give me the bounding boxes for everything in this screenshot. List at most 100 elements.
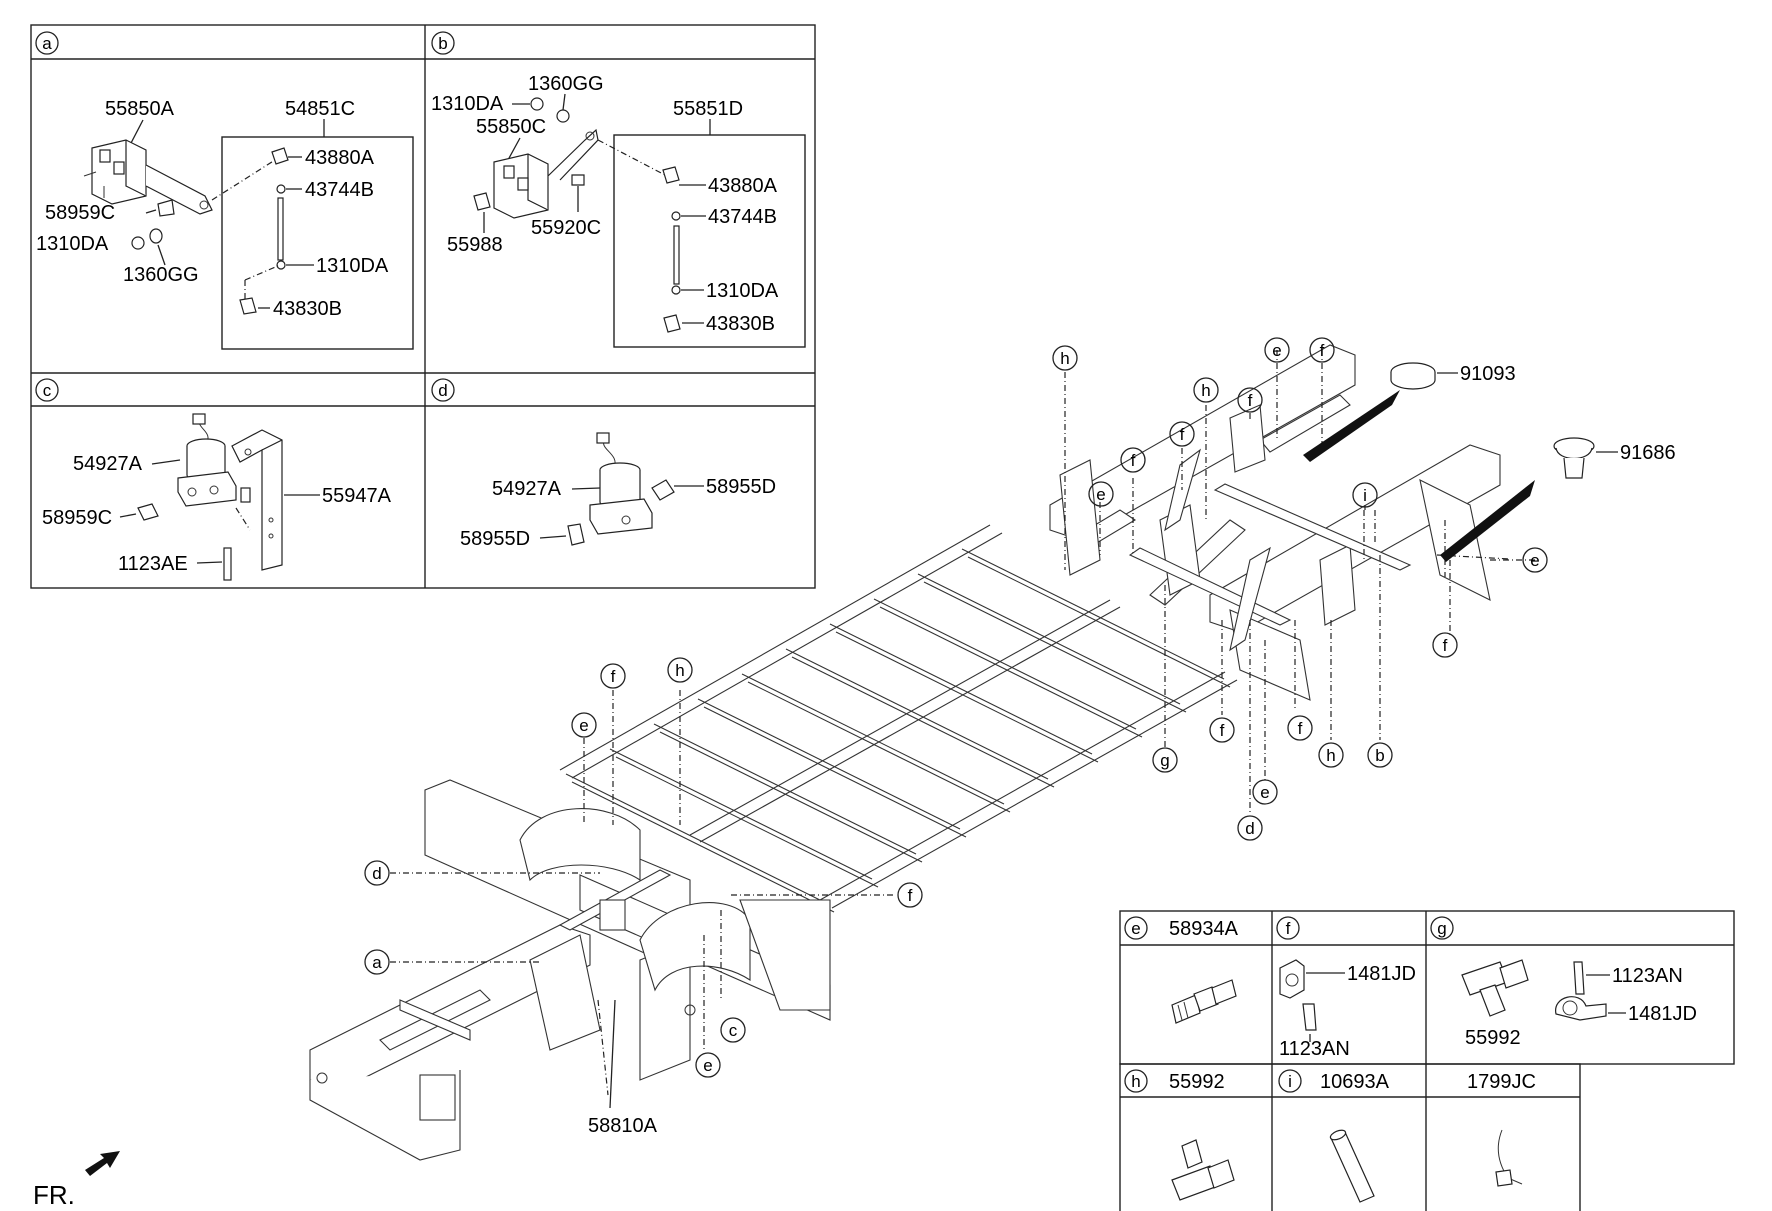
- panel-b-header: b: [431, 31, 455, 55]
- rear-callout-letter: f: [1443, 636, 1448, 655]
- bolt-1123an-icon-g: [1573, 961, 1585, 995]
- rear-callout-letter: f: [1180, 425, 1185, 444]
- bracket-55947a-icon: [231, 429, 283, 571]
- rear-callout-letter: e: [1260, 783, 1269, 802]
- panel-b: 1360GG 1310DA 55850C 55988 55920C 55851D…: [431, 73, 806, 348]
- front-callout-circle: [695, 1052, 721, 1078]
- callout-wedge-91093: [1303, 390, 1400, 462]
- tee-55992-icon: [1461, 959, 1529, 1017]
- part-58959C-c: 58959C: [42, 507, 112, 529]
- bolt-1123an-icon: [1302, 1003, 1317, 1031]
- fitting-icon: [137, 503, 159, 521]
- part-58955D-d2: 58955D: [460, 528, 530, 550]
- front-callout-circle: [720, 1017, 746, 1043]
- plug-91093-icon: [1390, 362, 1436, 390]
- rear-callout-letter: f: [1220, 721, 1225, 740]
- front-arrow-icon: [85, 1151, 120, 1176]
- part-54851C: 54851C: [285, 98, 355, 120]
- tie-1799jc-icon: [1495, 1129, 1523, 1187]
- front-callout-circle: [571, 712, 597, 738]
- detail-panels: [30, 24, 816, 589]
- legend-h-part: 55992: [1169, 1071, 1225, 1093]
- part-55850A: 55850A: [105, 98, 175, 120]
- part-43880A-a: 43880A: [305, 147, 375, 169]
- frame-cross-rung-edge: [923, 581, 1187, 713]
- part-43880A-b: 43880A: [708, 175, 778, 197]
- frame-cross-rung: [565, 773, 829, 905]
- front-callout-letter: e: [579, 716, 588, 735]
- rear-callout-letter: h: [1326, 746, 1335, 765]
- legend-g-letter: g: [1437, 919, 1446, 938]
- legend-extra-part: 1799JC: [1467, 1071, 1536, 1093]
- rear-callout-letter: h: [1201, 381, 1210, 400]
- fitting-58955d-icon-2: [567, 523, 585, 546]
- part-1310DA-b1: 1310DA: [431, 93, 504, 115]
- rear-callout-circle: [1318, 742, 1344, 768]
- rear-callout-circle: [1237, 815, 1263, 841]
- fitting-icon: [157, 199, 175, 217]
- front-callout-circle: [364, 949, 390, 975]
- panel-d: 54927A 58955D 58955D: [460, 432, 776, 550]
- panel-c-letter: c: [43, 381, 52, 400]
- legend-h-letter: h: [1131, 1072, 1140, 1091]
- rear-callout-circle: [1309, 337, 1335, 363]
- legend-table: [1119, 910, 1735, 1211]
- fitting-58955d-icon: [651, 479, 675, 501]
- part-1310DA-b2: 1310DA: [706, 280, 779, 302]
- panel-a-letter: a: [42, 34, 52, 53]
- rear-callout-circle: [1209, 717, 1235, 743]
- rear-callout-circle: [1287, 715, 1313, 741]
- frame-cross-rung: [741, 673, 1005, 805]
- part-91093: 91093: [1460, 363, 1516, 385]
- part-55850C: 55850C: [476, 116, 546, 138]
- frame-cross-rung: [653, 723, 917, 855]
- front-callout-circle: [667, 657, 693, 683]
- solenoid-valve-icon: [589, 432, 653, 535]
- rear-callout-letter: h: [1060, 349, 1069, 368]
- part-1360GG-b: 1360GG: [528, 73, 604, 95]
- rod-icon: [277, 197, 284, 261]
- part-58959C: 58959C: [45, 202, 115, 224]
- bracket-55850c-icon: [493, 128, 599, 219]
- part-1123AE: 1123AE: [118, 553, 188, 575]
- clip-1481jd-icon: [1279, 959, 1305, 999]
- panel-c: 54927A 55947A 58959C 1123AE: [42, 413, 392, 581]
- front-callout-circle: [897, 882, 923, 908]
- rear-callout-letter: f: [1298, 719, 1303, 738]
- rear-callout-circle: [1120, 447, 1146, 473]
- rear-callout-letter: d: [1245, 819, 1254, 838]
- solenoid-valve-icon: [177, 413, 237, 507]
- front-callout-letter: e: [703, 1056, 712, 1075]
- kit-54851c-box: [221, 136, 414, 350]
- frame-cross-rung-edge: [659, 731, 923, 863]
- frame-cross-rung-edge: [571, 781, 835, 913]
- frame-cross-rung-edge: [791, 656, 1055, 788]
- rear-callout-letter: i: [1363, 486, 1367, 505]
- panel-a: 54851C 55850A 58959C 1310DA 1360GG 43880…: [36, 98, 414, 350]
- rear-callout-circle: [1264, 337, 1290, 363]
- front-frame-assembly: [309, 779, 831, 1161]
- rear-callout-circle: [1052, 345, 1078, 371]
- legend-f-letter: f: [1286, 919, 1291, 938]
- rear-callout-letter: g: [1160, 751, 1169, 770]
- part-55988: 55988: [447, 234, 503, 256]
- panel-b-letter: b: [438, 34, 447, 53]
- part-1310DA-a1: 1310DA: [36, 233, 109, 255]
- fitting-55988-icon: [473, 192, 491, 211]
- frame-cross-rung: [785, 648, 1049, 780]
- nut-icon: [131, 236, 145, 250]
- part-1310DA-a2: 1310DA: [316, 255, 389, 277]
- rear-callout-circle: [1352, 482, 1378, 508]
- frame-cross-rung: [829, 623, 1093, 755]
- joint-43880a-icon: [271, 147, 289, 165]
- part-43744B-a: 43744B: [305, 179, 374, 201]
- frame-cross-rung: [873, 598, 1137, 730]
- part-55920C: 55920C: [531, 217, 601, 239]
- frame-cross-rung-edge: [703, 706, 967, 838]
- part-43744B-b: 43744B: [708, 206, 777, 228]
- rear-callout-circle: [1088, 481, 1114, 507]
- legend-g-part-55992: 55992: [1465, 1027, 1521, 1049]
- frame-cross-rung-edge: [747, 681, 1011, 813]
- rear-callout-letter: f: [1320, 341, 1325, 360]
